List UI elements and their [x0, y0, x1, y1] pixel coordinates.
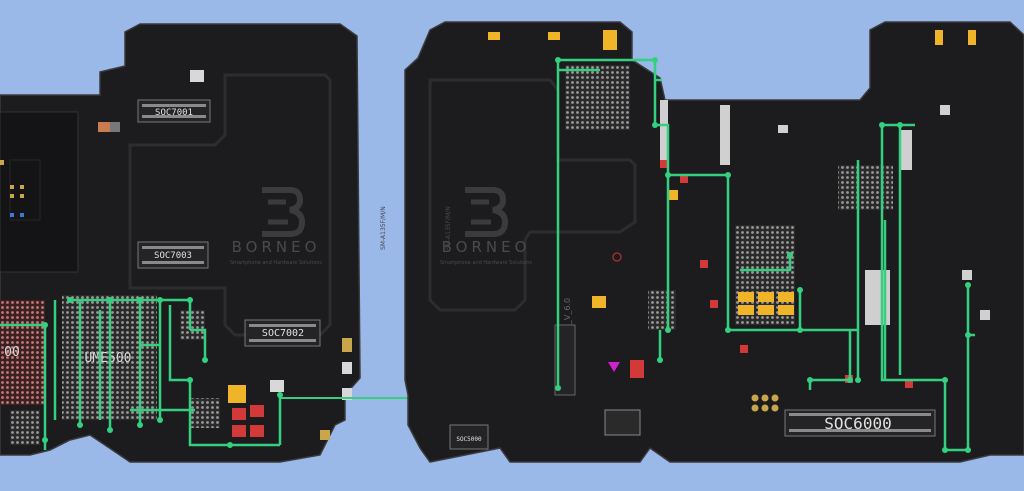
left-bga-chip-a[interactable]: [0, 300, 45, 405]
left-borneo-logo: [262, 187, 306, 237]
right-bga-chip-b[interactable]: [648, 290, 676, 330]
left-ic-small[interactable]: [190, 398, 220, 428]
right-board-code: SM-A135F/M/N: [445, 206, 452, 250]
left-net-nodes: [42, 297, 283, 448]
left-shield-can: [128, 73, 332, 337]
left-board-code: SM-A135F/M/N: [380, 206, 387, 250]
connector-soc5000[interactable]: SOC5000: [449, 424, 489, 450]
connector-soc5000-label: SOC5000: [456, 436, 482, 443]
right-ic-d[interactable]: [838, 165, 893, 210]
probe-marker-icon[interactable]: [608, 362, 620, 372]
connector-soc7003[interactable]: SOC7003: [137, 241, 209, 269]
left-bga-label-00: 00: [4, 345, 20, 360]
connector-soc7001[interactable]: SOC7001: [137, 99, 211, 123]
left-board[interactable]: BORNEO Smartphone and Hardware Solutions…: [0, 23, 387, 463]
right-gold-caps: [488, 30, 976, 315]
connector-soc7002-label: SOC7002: [262, 328, 304, 339]
left-brand-tagline: Smartphone and Hardware Solutions: [230, 260, 322, 266]
connector-soc7003-label: SOC7003: [154, 251, 192, 261]
fiducial-mark: [612, 252, 622, 262]
left-bga-label-ume: UME500: [85, 351, 132, 366]
connector-soc6000-label: SOC6000: [824, 414, 891, 433]
right-net-nodes: [555, 57, 971, 453]
test-point-pads: [751, 394, 779, 412]
right-board[interactable]: BORNEO Smartphone and Hardware Solutions…: [404, 21, 1024, 463]
right-brand-name: BORNEO: [442, 238, 531, 256]
connector-soc7001-label: SOC7001: [155, 108, 193, 118]
right-brand-tagline: Smartphone and Hardware Solutions: [440, 260, 532, 266]
connector-soc6000[interactable]: SOC6000: [784, 409, 936, 437]
right-connector-vert[interactable]: [554, 324, 576, 396]
connector-soc7002[interactable]: SOC7002: [244, 319, 321, 347]
left-components: [10, 70, 352, 445]
right-silver-parts: [604, 100, 990, 436]
right-ic-c[interactable]: [565, 65, 630, 130]
right-borneo-logo: [465, 187, 509, 237]
left-display-area: [0, 111, 79, 273]
left-brand-name: BORNEO: [232, 238, 321, 256]
